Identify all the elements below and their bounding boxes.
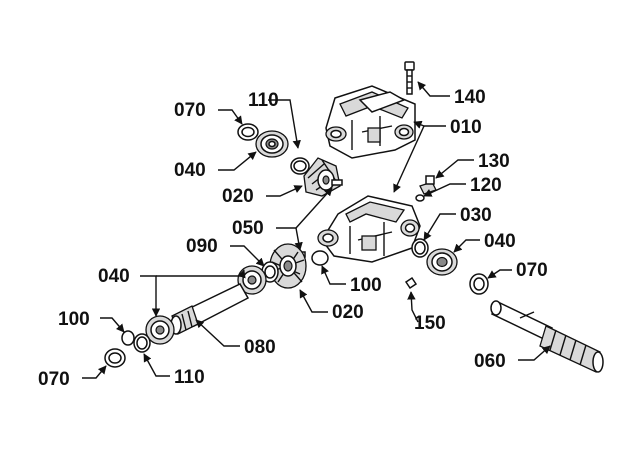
- part-100-snap-ring-left: [121, 330, 135, 346]
- callout-020-top: 020: [222, 186, 254, 207]
- callout-130: 130: [478, 151, 510, 172]
- part-100-snap-ring-mid: [311, 250, 329, 266]
- callout-100-left: 100: [58, 309, 90, 330]
- part-020-bevel-gear-top: [303, 157, 341, 197]
- callout-040-right: 040: [484, 231, 516, 252]
- part-140-bolt: [404, 61, 415, 95]
- callout-110-top: 110: [248, 90, 279, 111]
- part-070-washer-top: [237, 123, 259, 141]
- part-060-output-shaft: [490, 300, 604, 373]
- callout-100-mid: 100: [350, 275, 382, 296]
- callout-150: 150: [414, 313, 446, 334]
- callout-070-left: 070: [38, 369, 70, 390]
- part-150-screw: [404, 276, 418, 290]
- callout-070-top: 070: [174, 100, 206, 121]
- callout-080: 080: [244, 337, 276, 358]
- part-110-shim-left: [133, 333, 151, 353]
- callout-050: 050: [232, 218, 264, 239]
- callout-040-left: 040: [98, 266, 130, 287]
- callout-labels: 140 010 110 070 040 020 130 120 050 030 …: [38, 87, 548, 390]
- part-010-lower-housing: [317, 195, 421, 263]
- leader-lines: [82, 81, 551, 379]
- callout-010: 010: [450, 117, 482, 138]
- part-070-washer-left: [104, 348, 126, 368]
- callout-020-bottom: 020: [332, 302, 364, 323]
- part-110-shim-top: [290, 157, 310, 175]
- callout-040-top: 040: [174, 160, 206, 181]
- part-010-upper-housing: [325, 85, 416, 159]
- callout-110-left: 110: [174, 367, 205, 388]
- callout-090: 090: [186, 236, 218, 257]
- part-080-input-shaft: [170, 283, 250, 335]
- callout-060: 060: [474, 351, 506, 372]
- part-050-key-top: [331, 179, 343, 186]
- part-070-washer-right: [469, 273, 489, 295]
- part-040-bearing-right: [426, 248, 458, 276]
- callout-140: 140: [454, 87, 486, 108]
- part-040-bearing-left: [145, 315, 175, 345]
- part-030-oring: [411, 238, 429, 258]
- part-120-seal-ring: [415, 194, 425, 202]
- callout-030: 030: [460, 205, 492, 226]
- part-040-bearing-top: [255, 130, 289, 158]
- part-020-bevel-gear-bottom: [269, 243, 307, 289]
- callout-070-right: 070: [516, 260, 548, 281]
- callout-120: 120: [470, 175, 502, 196]
